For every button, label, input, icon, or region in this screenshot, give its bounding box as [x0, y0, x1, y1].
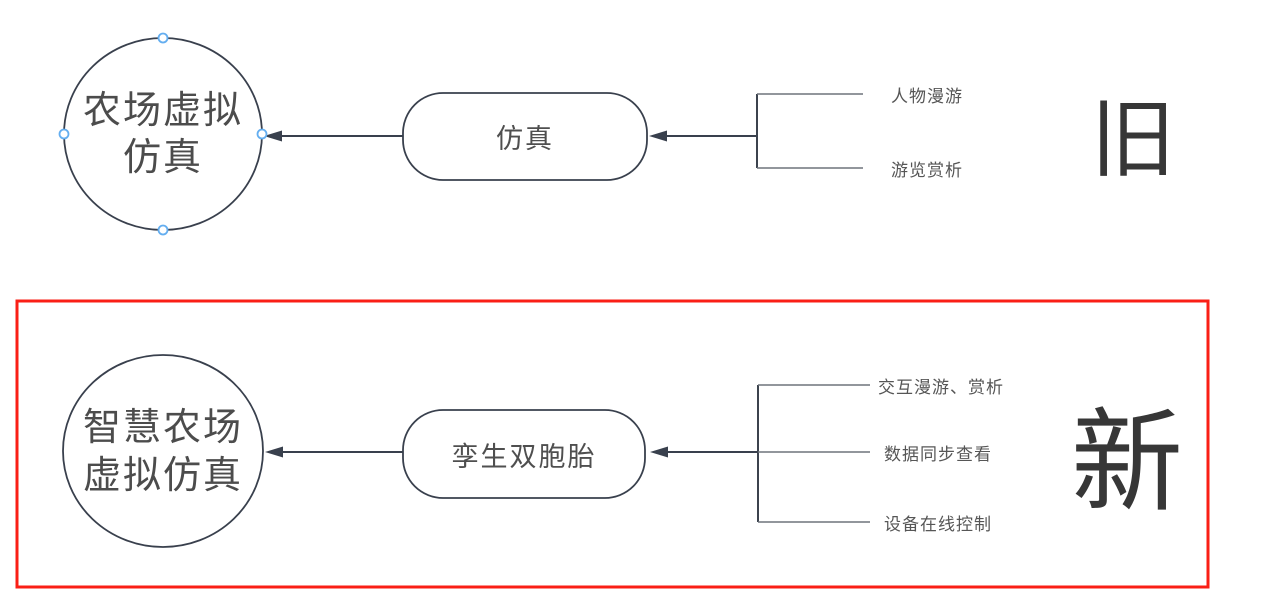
selection-handle-bottom[interactable] [157, 224, 169, 236]
old-circle-label-line2: 仿真 [122, 137, 203, 179]
old-branch-label-1[interactable]: 人物漫游 [891, 86, 963, 106]
new-branch-label-1[interactable]: 交互漫游、赏析 [878, 377, 1004, 397]
new-circle-label-line2: 虚拟仿真 [82, 455, 243, 497]
new-section-highlight-box[interactable] [15, 299, 1210, 589]
new-connector-arrowhead-right [650, 446, 668, 458]
new-circle-label[interactable]: 智慧农场 虚拟仿真 [63, 404, 263, 500]
new-circle-label-line1: 智慧农场 [82, 407, 243, 449]
new-circle-node[interactable] [62, 354, 264, 548]
selection-handle-right[interactable] [256, 128, 268, 140]
new-branch-label-2[interactable]: 数据同步查看 [884, 444, 992, 464]
old-branch-label-2[interactable]: 游览赏析 [891, 160, 963, 180]
old-circle-label-line1: 农场虚拟 [82, 90, 243, 132]
new-connector-arrowhead-left [265, 446, 283, 458]
new-branch-label-3[interactable]: 设备在线控制 [884, 514, 992, 534]
new-process-label[interactable]: 孪生双胞胎 [451, 441, 597, 472]
new-section-tag[interactable]: 新 [1071, 400, 1183, 525]
selection-handle-left[interactable] [58, 128, 70, 140]
old-section-tag[interactable]: 旧 [1090, 92, 1176, 188]
selection-handle-top[interactable] [157, 32, 169, 44]
new-process-node[interactable] [402, 409, 646, 499]
old-connector-arrowhead-right [649, 130, 667, 142]
old-process-label[interactable]: 仿真 [496, 124, 554, 154]
old-process-node[interactable] [402, 92, 648, 181]
old-circle-label[interactable]: 农场虚拟 仿真 [68, 90, 258, 180]
old-connector-arrowhead-left [264, 130, 282, 142]
